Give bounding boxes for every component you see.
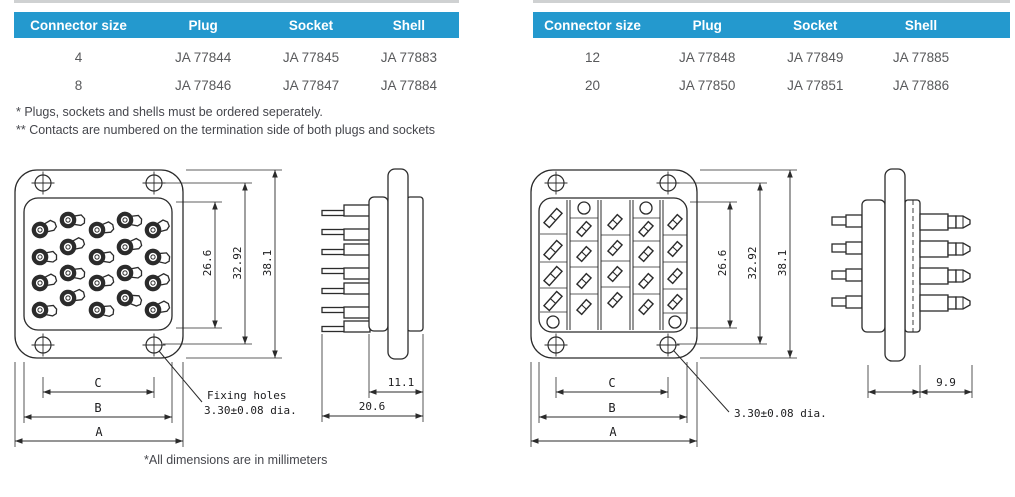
dim-9-9: 9.9 [936, 376, 956, 389]
cell-plug: JA 77844 [174, 49, 232, 65]
footnote-contacts: ** Contacts are numbered on the terminat… [16, 123, 436, 137]
barrel-contacts [919, 213, 971, 312]
top-rule-left [14, 0, 459, 3]
guide-holes [546, 201, 682, 329]
col-header-connector-size: Connector size [30, 17, 127, 33]
plug-side-view: 9.9 [831, 168, 973, 398]
dim-a: A [609, 425, 617, 439]
cell-socket: JA 77845 [282, 49, 340, 65]
dim-a: A [95, 425, 103, 439]
table-header-row: Connector size Plug Socket Shell [14, 12, 459, 38]
cell-size: 12 [585, 49, 601, 65]
socket-face-view [14, 169, 184, 359]
plug-face-dimensions: 26.6 32.92 38.1 C B A 3.30±0.08 dia. [530, 169, 827, 447]
socket-side-view: 11.1 20.6 [321, 168, 424, 422]
table-body: 12 JA 77848 JA 77849 JA 77885 20 JA 7785… [533, 38, 1010, 99]
fixing-hole-leader [158, 350, 203, 403]
ordering-table-right: Connector size Plug Socket Shell 12 JA 7… [533, 12, 1010, 99]
cell-socket: JA 77849 [787, 49, 844, 65]
dim-26-6: 26.6 [716, 250, 729, 277]
dim-c: C [608, 376, 615, 390]
cell-shell: JA 77886 [892, 77, 950, 93]
dim-b: B [94, 401, 101, 415]
dim-32-92: 32.92 [746, 246, 759, 279]
dim-20-6: 20.6 [359, 400, 386, 413]
col-header-plug: Plug [188, 17, 218, 33]
col-header-shell: Shell [904, 17, 938, 33]
col-header-plug: Plug [692, 17, 722, 33]
table-row: 4 JA 77844 JA 77845 JA 77883 [14, 43, 459, 71]
col-header-connector-size: Connector size [544, 17, 641, 33]
plug-side-dimensions: 9.9 [867, 365, 973, 398]
cell-size: 8 [74, 77, 83, 93]
dim-b: B [608, 401, 615, 415]
contact-column-dividers [566, 200, 664, 330]
dim-32-92: 32.92 [231, 246, 244, 279]
fixing-holes-dia: 3.30±0.08 dia. [204, 404, 297, 417]
cell-size: 20 [585, 77, 601, 93]
contact-cell-separators [540, 217, 687, 314]
termination-pins [321, 204, 371, 333]
table-row: 12 JA 77848 JA 77849 JA 77885 [533, 43, 1010, 71]
ordering-table-left: Connector size Plug Socket Shell 4 JA 77… [14, 12, 459, 99]
dim-c: C [94, 376, 101, 390]
footnote-ordering: * Plugs, sockets and shells must be orde… [16, 105, 323, 119]
plug-face-view [530, 169, 698, 359]
table-header-row: Connector size Plug Socket Shell [533, 12, 1010, 38]
cell-socket: JA 77847 [282, 77, 340, 93]
dim-38-1: 38.1 [776, 250, 789, 277]
fixing-hole-dia: 3.30±0.08 dia. [734, 407, 827, 420]
top-rule-right [533, 0, 1010, 3]
cell-plug: JA 77846 [174, 77, 232, 93]
cell-plug: JA 77850 [679, 77, 736, 93]
socket-side-dimensions: 11.1 20.6 [321, 334, 424, 422]
footnotes: * Plugs, sockets and shells must be orde… [16, 103, 435, 139]
table-body: 4 JA 77844 JA 77845 JA 77883 8 JA 77846 … [14, 38, 459, 99]
cell-shell: JA 77883 [380, 49, 438, 65]
cell-size: 4 [74, 49, 83, 65]
cell-shell: JA 77885 [892, 49, 950, 65]
socket-face-dimensions: 26.6 32.92 38.1 C B A Fixing holes 3.30±… [14, 169, 297, 447]
table-row: 8 JA 77846 JA 77847 JA 77884 [14, 71, 459, 99]
col-header-shell: Shell [392, 17, 426, 33]
termination-pins [831, 214, 863, 309]
cell-plug: JA 77848 [679, 49, 736, 65]
fixing-hole-leader [673, 350, 730, 413]
table-row: 20 JA 77850 JA 77851 JA 77886 [533, 71, 1010, 99]
col-header-socket: Socket [288, 17, 334, 33]
dim-11-1: 11.1 [388, 376, 415, 389]
cell-shell: JA 77884 [380, 77, 438, 93]
col-header-socket: Socket [793, 17, 838, 33]
dimensions-note: *All dimensions are in millimeters [144, 453, 328, 467]
dim-26-6: 26.6 [201, 250, 214, 277]
dim-38-1: 38.1 [261, 250, 274, 277]
cell-socket: JA 77851 [787, 77, 844, 93]
fixing-holes-label: Fixing holes [207, 389, 286, 402]
